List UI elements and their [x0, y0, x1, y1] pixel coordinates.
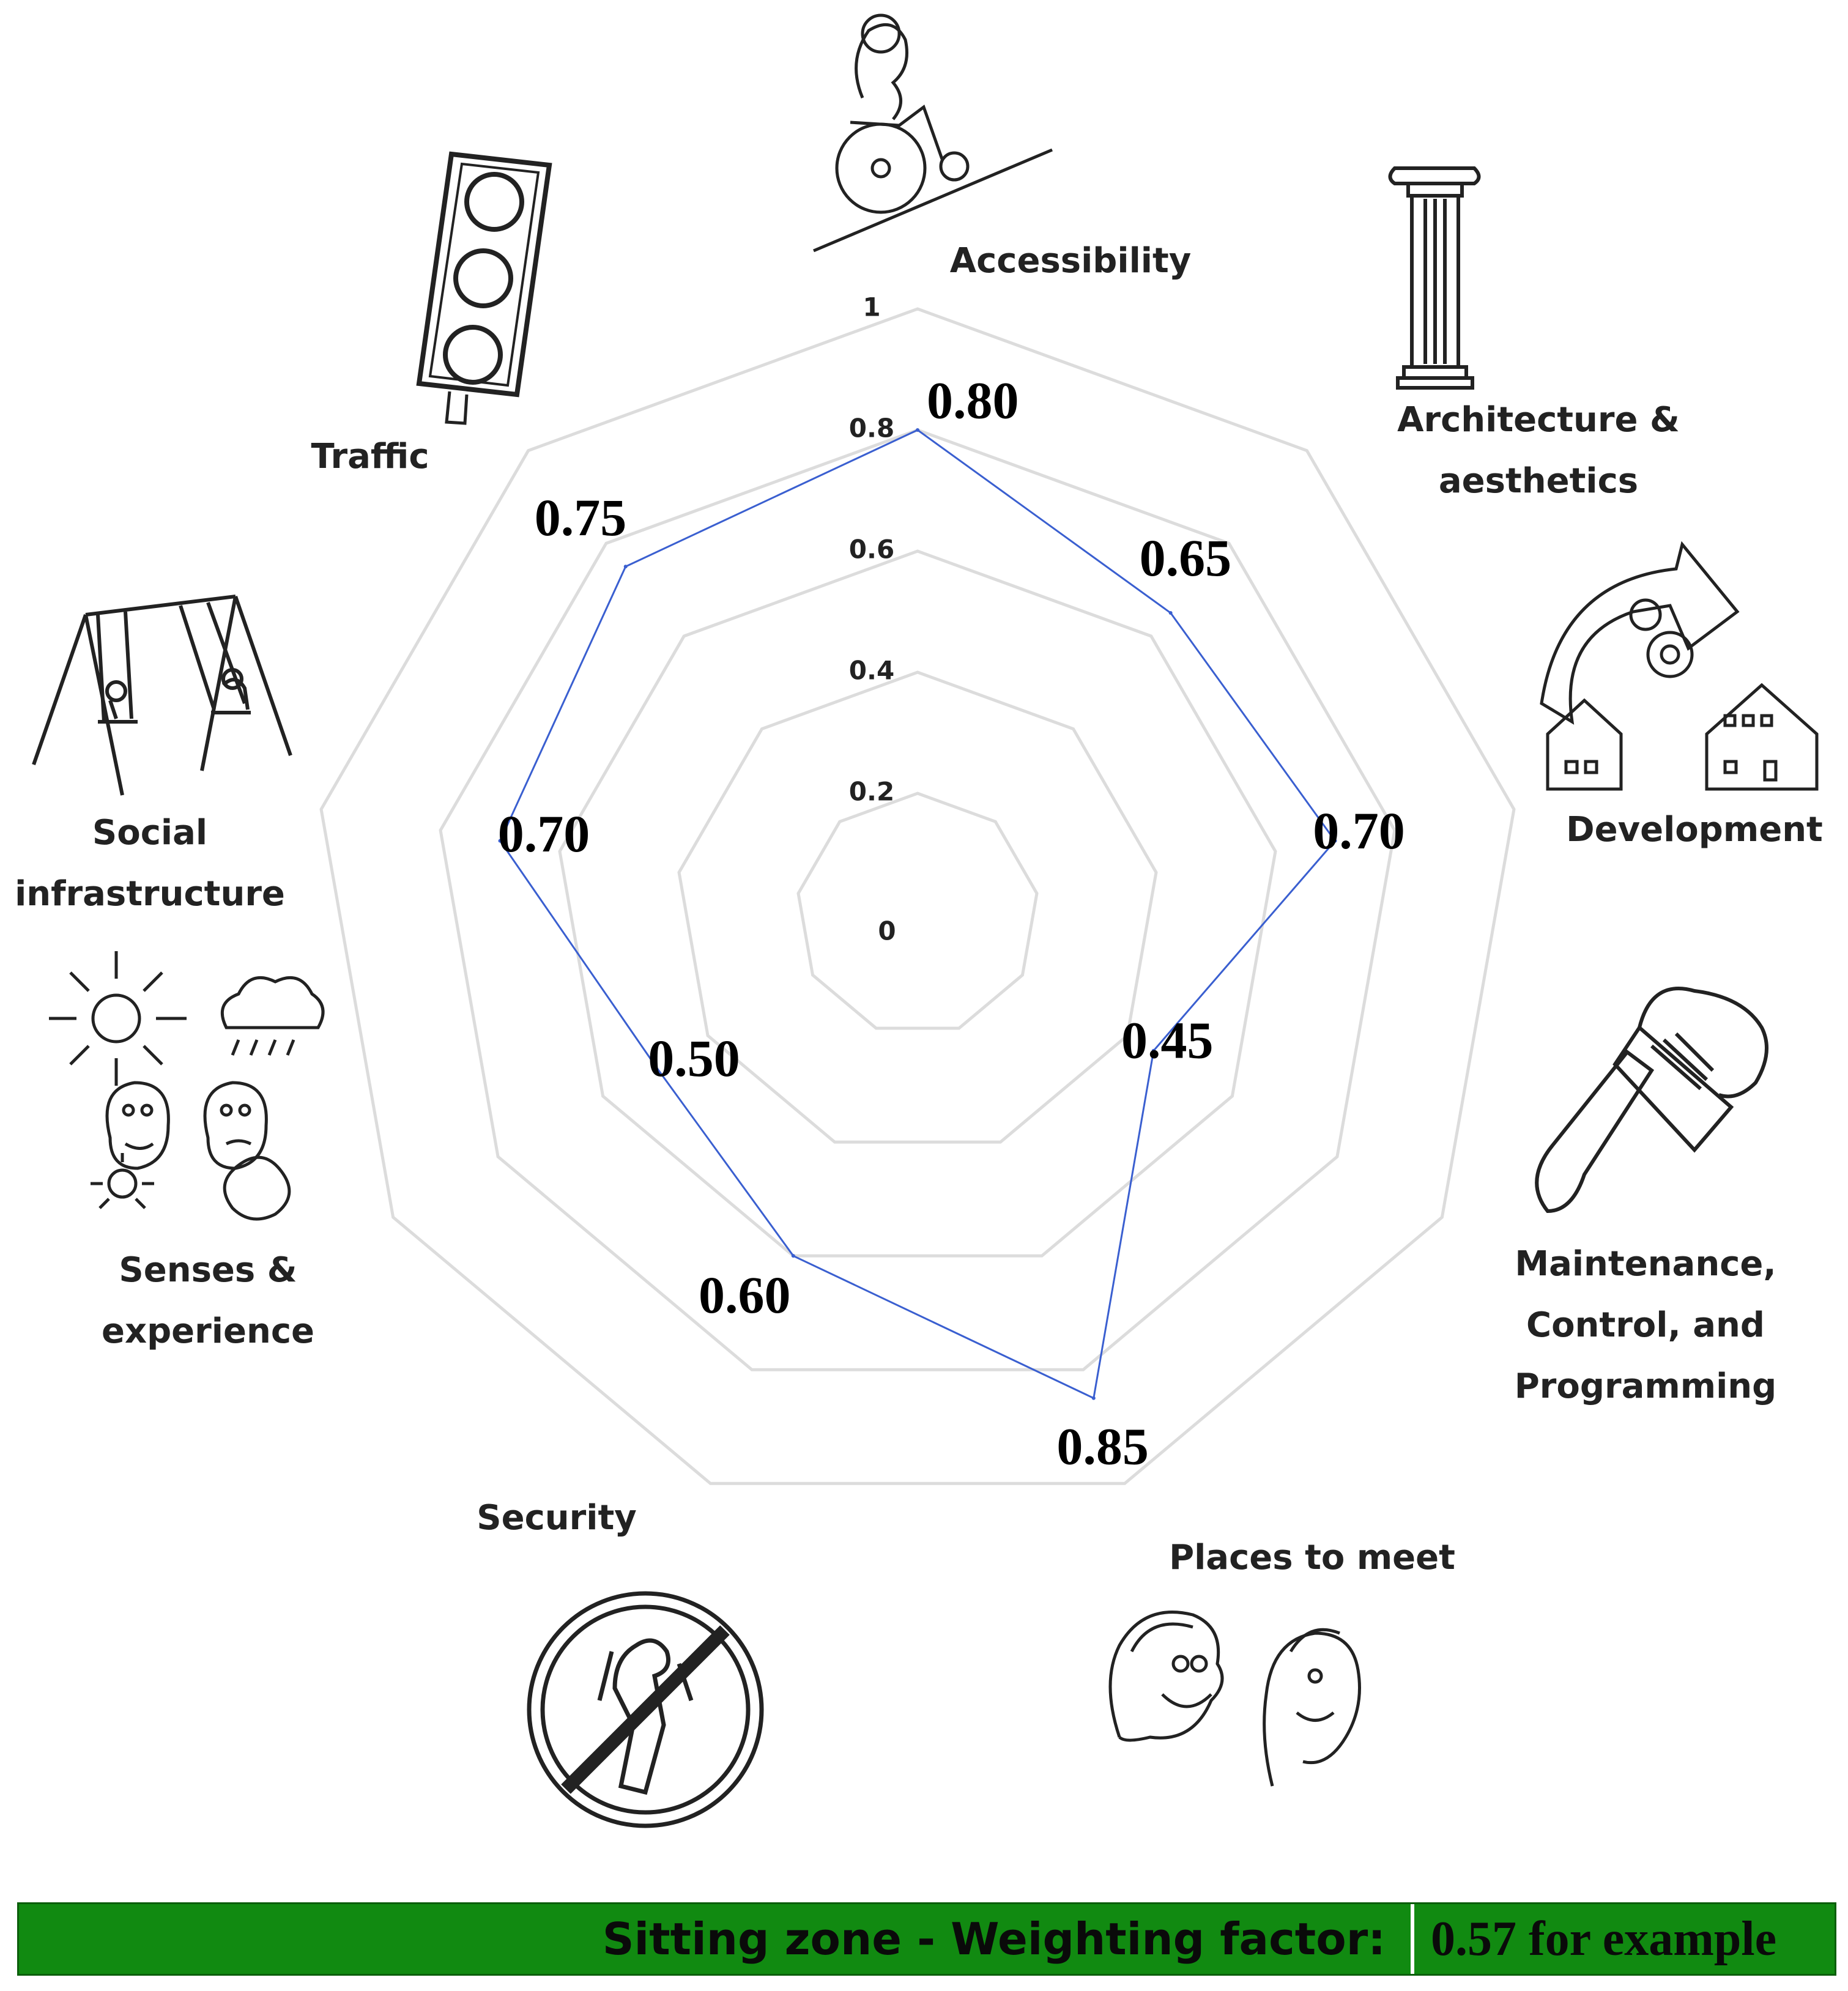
category-label: Security: [477, 1498, 636, 1538]
data-point: [916, 428, 919, 432]
grid-ring: [319, 307, 1516, 1485]
r-tick-label: 0: [878, 916, 896, 946]
r-tick-label: 0.8: [849, 413, 894, 443]
category-label: Places to meet: [1169, 1538, 1455, 1578]
data-point: [498, 839, 502, 843]
weighting-factor-label: Sitting zone - Weighting factor:: [602, 1913, 1386, 1965]
category-label: Senses &experience: [102, 1250, 314, 1351]
value-label: 0.50: [648, 1029, 740, 1088]
data-point: [1168, 611, 1173, 615]
category-label: Development: [1566, 810, 1823, 850]
value-label: 0.60: [699, 1266, 791, 1324]
grid-ring: [677, 670, 1158, 1144]
data-point: [1333, 839, 1337, 843]
no-thief-icon: [527, 1591, 764, 1828]
data-point: [623, 565, 628, 569]
weighting-factor-bar: Sitting zone - Weighting factor: 0.57 fo…: [17, 1902, 1836, 1976]
footer-divider: [1411, 1904, 1414, 1974]
development-gears-houses-icon: [1540, 541, 1819, 791]
r-tick-label: 0.2: [849, 777, 894, 807]
data-point: [791, 1254, 795, 1258]
data-point: [653, 1064, 658, 1068]
value-label: 0.75: [535, 488, 627, 547]
r-tick-label: 0.6: [849, 535, 894, 565]
data-point: [1091, 1396, 1096, 1400]
category-label: Accessibility: [950, 241, 1192, 281]
paintbrush-icon: [1535, 987, 1768, 1214]
weighting-factor-value: 0.57 for example: [1431, 1911, 1777, 1966]
traffic-light-icon: [416, 151, 552, 425]
grid-ring: [796, 792, 1039, 1030]
radar-grid: [319, 307, 1516, 1485]
radar-value-labels: 0.800.650.700.450.850.600.500.700.75: [498, 371, 1405, 1476]
value-label: 0.70: [498, 804, 590, 863]
value-label: 0.70: [1313, 801, 1405, 860]
category-label: Architecture &aesthetics: [1397, 400, 1680, 501]
r-tick-label: 1: [863, 292, 880, 322]
value-label: 0.85: [1056, 1417, 1149, 1476]
grid-ring: [439, 428, 1397, 1371]
value-label: 0.45: [1121, 1010, 1214, 1069]
category-label: Traffic: [311, 437, 429, 476]
two-faces-icon: [1108, 1611, 1361, 1787]
wheelchair-ramp-icon: [813, 13, 1053, 253]
data-point: [1151, 1048, 1156, 1053]
radar-tick-labels: 0 0.2 0.4 0.6 0.8 1: [849, 292, 896, 946]
value-label: 0.80: [927, 371, 1019, 430]
radar-series: [498, 428, 1337, 1400]
grid-ring: [558, 549, 1277, 1258]
swing-set-icon: [32, 595, 292, 796]
value-label: 0.65: [1140, 528, 1232, 587]
r-tick-label: 0.4: [849, 656, 894, 686]
sun-rain-faces-icon: [49, 951, 325, 1221]
column-icon: [1388, 166, 1481, 390]
series-line: [499, 429, 1337, 1400]
